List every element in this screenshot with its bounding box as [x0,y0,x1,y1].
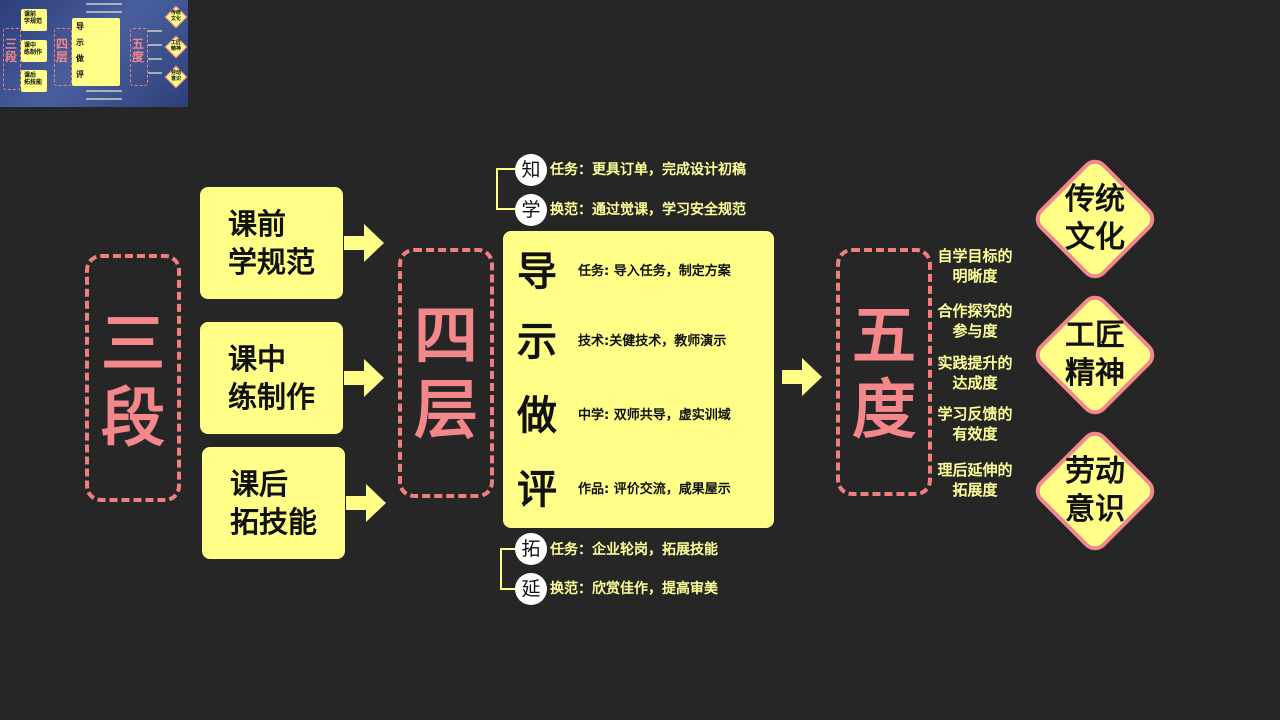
thumb-line [148,30,162,32]
thumb-center-char: 评 [76,70,84,79]
top-item-text: 任务：更具订单，完成设计初稿 [550,162,746,178]
thumb-line [86,98,122,100]
value-diamond: 传统 文化 [1029,153,1161,285]
middle-title: 四层 [414,300,478,448]
circle-badge: 学 [515,194,547,226]
center-text: 技术:关健技术，教师演示 [578,334,727,349]
top-bracket [496,168,516,210]
thumb-stage-3: 课后 拓技能 [21,70,47,92]
stage-card-post-class: 课后 拓技能 [202,447,345,559]
value-diamond-text: 传统 文化 [1065,182,1125,255]
arrow-right-icon [346,484,386,522]
middle-title-frame [398,248,494,498]
thumb-right-dash [130,28,148,86]
top-item-text: 换范：通过觉课，学习安全规范 [550,202,746,218]
thumb-line [86,90,122,92]
thumb-value-3: 劳动 意识 [164,65,188,89]
arrow-right-icon [344,359,384,397]
thumb-left-dash [3,28,21,90]
thumb-line [148,72,162,74]
arrow-right-icon [344,224,384,262]
center-text: 中学: 双师共导，虚实训域 [578,408,731,423]
degree-item: 理后延伸的 拓展度 [937,461,1013,499]
thumb-line [86,3,122,5]
thumb-left-title: 三段 [5,37,18,64]
left-title: 三段 [101,308,165,456]
thumb-mid-title: 四层 [56,37,69,64]
circle-badge: 延 [515,573,547,605]
thumb-center-card: 导 示 做 评 [72,18,120,86]
thumb-stage-1: 课前 学规范 [21,9,47,31]
stage-card-in-class: 课中 练制作 [200,322,343,434]
thumb-line [148,58,162,60]
bottom-item-text: 换范：欣赏佳作，提高审美 [550,581,718,597]
circle-badge: 知 [515,154,547,186]
arrow-right-icon [782,358,822,396]
center-char: 评 [517,467,557,513]
center-char: 示 [517,319,557,365]
degree-item: 学习反馈的 有效度 [937,405,1013,443]
thumbnail-preview: 三段 课前 学规范 课中 练制作 课后 拓技能 四层 导 示 做 评 五度 传统… [0,0,188,107]
thumb-line [86,11,122,13]
thumb-stage-2: 课中 练制作 [21,40,47,62]
thumb-value-1: 传统 文化 [164,5,188,29]
bottom-item-text: 任务：企业轮岗，拓展技能 [550,542,718,558]
center-char: 导 [517,249,557,295]
value-diamond: 工匠 精神 [1029,289,1161,421]
circle-badge: 拓 [515,533,547,565]
thumb-mid-dash [54,28,72,86]
thumb-center-char: 示 [76,38,84,47]
thumb-line [148,44,162,46]
left-title-frame [85,254,181,502]
degree-item: 合作探究的 参与度 [937,302,1013,340]
center-text: 作品: 评价交流，咸果屋示 [578,482,731,497]
value-diamond: 劳动 意识 [1029,425,1161,557]
thumb-center-char: 导 [76,22,84,31]
right-title: 五度 [852,300,916,448]
right-title-frame [836,248,932,496]
bottom-bracket [500,548,518,590]
thumb-center-char: 做 [76,54,84,63]
center-text: 任务: 导入任务，制定方案 [578,264,731,279]
value-diamond-text: 劳动 意识 [1065,454,1125,527]
center-card: 导 任务: 导入任务，制定方案 示 技术:关健技术，教师演示 做 中学: 双师共… [503,231,774,528]
value-diamond-text: 工匠 精神 [1065,318,1125,391]
degree-item: 实践提升的 达成度 [937,354,1013,392]
thumb-value-2: 工匠 精神 [164,35,188,59]
thumb-right-title: 五度 [132,37,145,64]
stage-card-pre-class: 课前 学规范 [200,187,343,299]
degree-item: 自学目标的 明晰度 [937,247,1013,285]
center-char: 做 [517,393,557,439]
